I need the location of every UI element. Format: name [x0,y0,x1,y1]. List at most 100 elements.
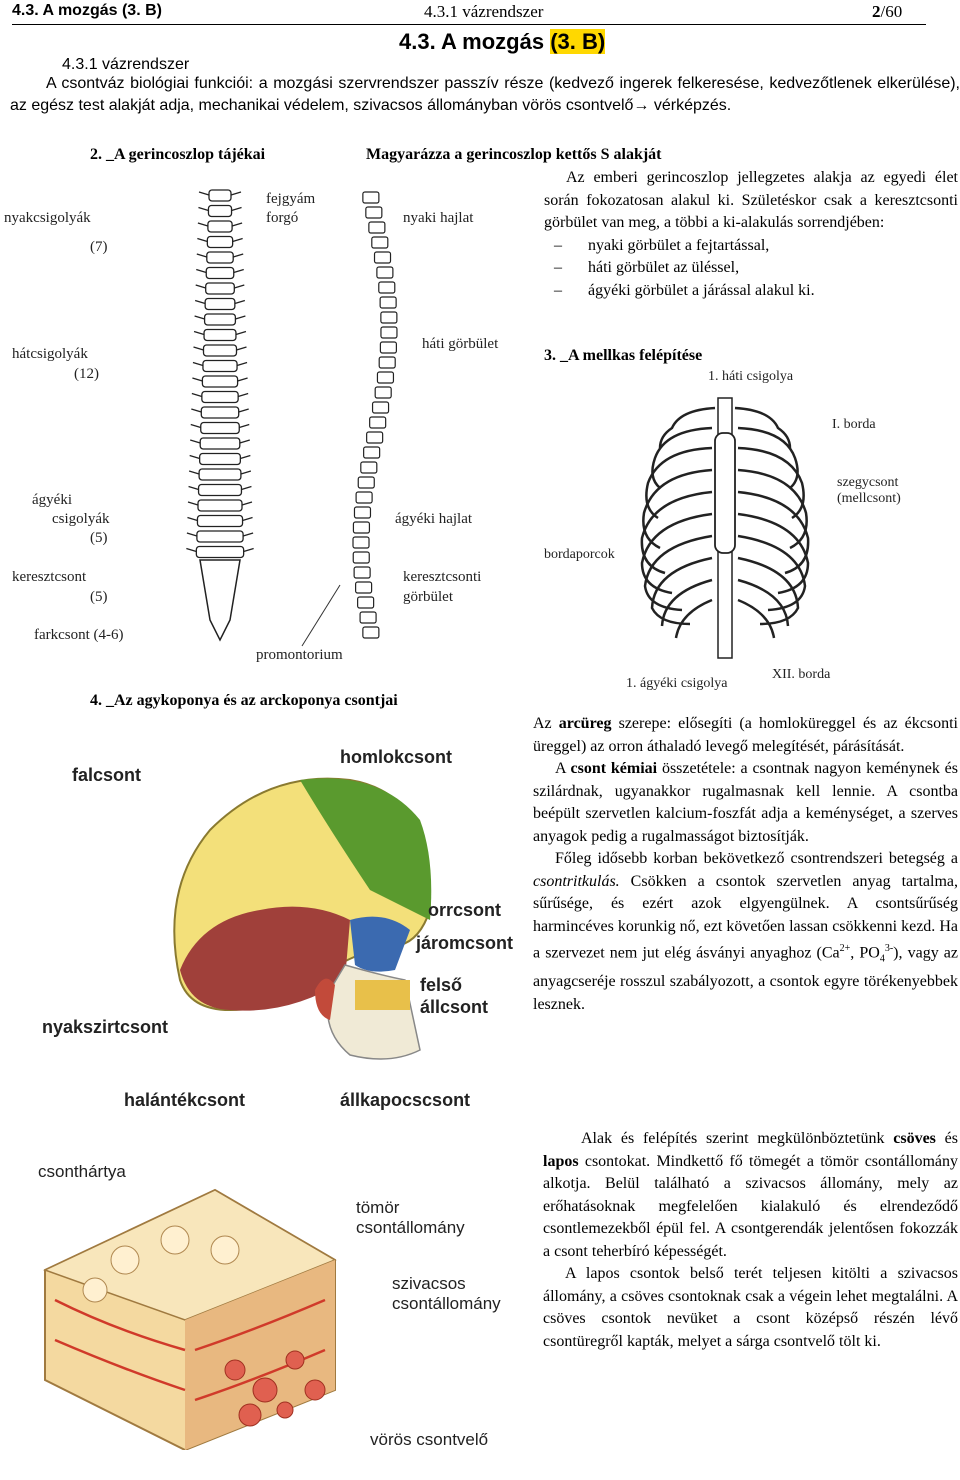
vertebra [195,545,245,559]
vertebra [197,483,243,497]
vertebra [198,468,242,481]
vertebra-side [374,386,392,399]
label-nyak-count: (7) [90,239,108,255]
vertebra-process [191,408,249,413]
intro-paragraph: A csontváz biológiai funkciói: a mozgási… [10,73,960,117]
title-highlight: (3. B) [550,29,606,54]
term-lapos: lapos [543,1152,579,1170]
text-run: Csökken a csontok szervetlen anyag tarta… [533,872,958,962]
section2-question: Magyarázza a gerincoszlop kettős S alakj… [366,146,662,163]
vertebra-side [357,596,375,609]
label-farkcsont: farkcsont (4-6) [34,627,124,643]
label-szivacsos: szivacsos [392,1274,466,1293]
vertebra-process [188,485,252,491]
vertebra [200,421,240,435]
vertebra-process [193,346,247,351]
vertebra-process [194,299,246,305]
label-falcsont: falcsont [72,765,142,785]
label-nyakcsigolyak: nyakcsigolyák [4,210,91,226]
header-rule [12,24,926,25]
subscript: 4 [879,953,885,965]
vertebra-process [187,501,253,506]
vertebra-side [359,611,377,624]
label-nyakszirtcsont: nyakszirtcsont [42,1017,169,1037]
label-keresztcsont: keresztcsont [12,569,87,585]
page-total: /60 [880,2,903,21]
label-forgo: forgó [266,210,299,226]
vertebra-process [198,206,242,212]
vertebra-side [378,281,396,294]
label-agyeki-count: (5) [90,530,108,546]
vertebra-process [198,191,242,196]
label-mellcsont: (mellcsont) [837,491,901,506]
vertebra-side [378,356,396,369]
vertebra-process [192,377,248,382]
vertebra-process [196,268,244,274]
section4-text-block: Az arcüreg szerepe: elősegíti (a homlokü… [533,713,958,1016]
term-csoves: csöves [893,1130,936,1147]
vertebra [197,499,243,512]
label-hat-count: (12) [74,366,99,382]
text-run: Alak és felépítés szerint megkülönböztet… [581,1130,894,1147]
label-jaromcsont: járomcsont [416,933,514,953]
spine-side-figure [352,191,398,639]
vertebra-process [189,454,251,460]
vertebra-process [188,470,252,475]
bone-types-paragraph: Alak és felépítés szerint megkülönböztet… [543,1128,958,1263]
label-agyeki-csigolya: 1. ágyéki csigolya [626,676,728,691]
label-halantekcsont: halántékcsont [124,1090,246,1110]
label-keresztcsonti: keresztcsonti [403,569,482,585]
vertebra-side [353,566,371,579]
vertebra-process [190,439,250,444]
vertebra [201,375,239,388]
vertebra [202,344,238,357]
vertebra-side [353,506,372,519]
label-allkapocscsont: állkapocscsont [340,1090,471,1110]
label-kereszt-count: (5) [90,589,108,605]
curvature-item: ágyéki görbület a járással alakul ki. [544,280,958,303]
vertebra-side [380,311,398,324]
text-run: és [935,1130,959,1147]
term-csont-kemiai: csont kémiai [570,760,658,777]
label-tomor-csontallomany: csontállomány [356,1218,465,1237]
vertebra-process [187,516,253,522]
vertebra-side [380,326,398,339]
vertebra [207,204,233,218]
vertebra [207,220,233,233]
vertebra [200,406,240,419]
label-csigolyak: csigolyák [52,511,110,527]
label-szegycsont: szegycsont [837,475,899,490]
vertebra-side [352,551,370,564]
spine-front-figure [186,189,254,642]
vertebra-process [186,532,254,537]
label-homlokcsont: homlokcsont [340,747,453,767]
vertebra-process [191,392,249,398]
page-current: 2 [872,2,881,21]
vertebra-side [368,221,386,234]
chemistry-paragraph: A csont kémiai összetétele: a csontnak n… [533,758,958,848]
vertebra [205,266,235,280]
label-voros-csontvelo: vörös csontvelő [370,1430,489,1449]
label-hatcsigolyak: hátcsigolyák [12,346,88,362]
term-arcureg: arcüreg [558,715,612,732]
vertebra-side [352,536,370,549]
vertebra-process [195,284,245,289]
vertebra-side [360,461,378,474]
vertebra-side [362,626,380,639]
text-run: szerepe: elősegíti (a homloküreggel és a… [533,715,959,755]
text-run: A [555,760,571,777]
section2-paragraph: Az emberi gerincoszlop jellegzetes alakj… [544,169,958,231]
vertebra [206,235,234,249]
label-hati-gorbulet: háti görbület [422,336,499,352]
label-felso: felső [420,975,463,995]
label-agyeki: ágyéki [32,492,72,508]
vertebra-side [362,191,380,204]
intro-text: A csontváz biológiai funkciói: a mozgási… [10,75,960,114]
text-run: Főleg idősebb korban bekövetkező csontre… [555,850,958,867]
text-run: ), vagy az anyagcseréje rosszul szabályo… [533,944,958,1013]
vertebra [202,359,238,373]
header-page: 2/60 [872,2,902,22]
label-szivacsos-csontallomany: csontállomány [392,1294,501,1313]
vertebra-side [376,371,395,384]
vertebra-process [197,222,243,227]
